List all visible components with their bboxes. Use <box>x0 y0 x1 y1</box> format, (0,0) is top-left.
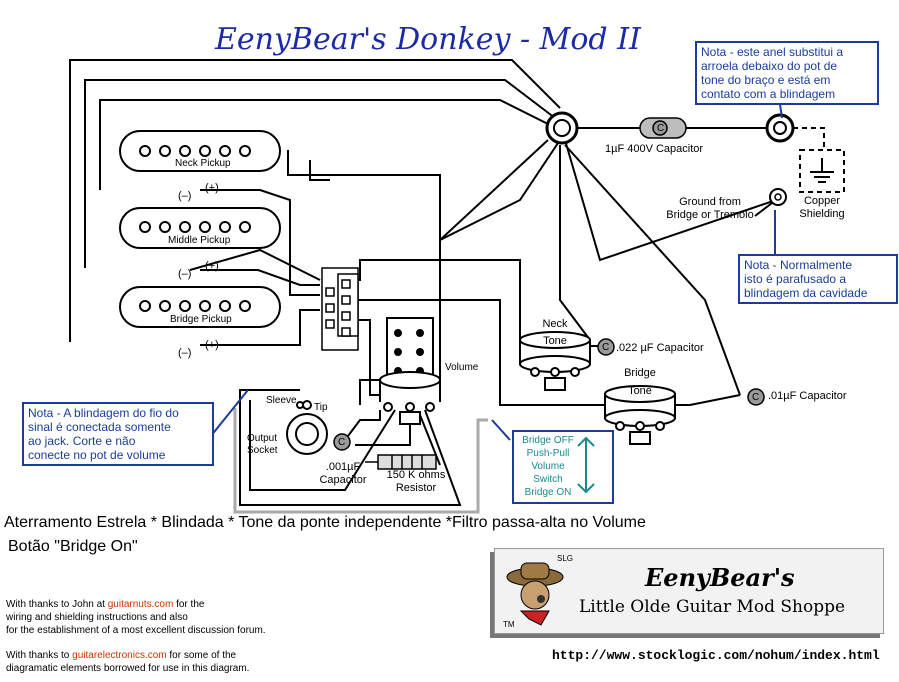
bridge-tone-pot <box>604 385 676 445</box>
ground-wire <box>564 139 777 262</box>
volume-label: Volume <box>445 362 479 373</box>
lead-wire <box>359 379 385 405</box>
sleeve-label: Sleeve <box>266 395 297 406</box>
middle-minus: (–) <box>178 268 192 280</box>
guitarelectronics-link[interactable]: guitarelectronics.com <box>72 650 167 661</box>
cap-symbol-001: C <box>338 437 346 448</box>
site-url[interactable]: http://www.stocklogic.com/nohum/index.ht… <box>552 648 880 663</box>
diagram-title: EenyBear's Donkey - Mod II <box>215 22 641 57</box>
ground-wire <box>559 145 591 341</box>
ground-wire <box>99 99 551 190</box>
lead-wire <box>350 299 605 406</box>
neck-pickup <box>119 130 281 172</box>
selector-switch <box>321 267 359 351</box>
neck-plus: (+) <box>205 182 219 194</box>
shield-ring <box>765 113 795 143</box>
pole-pieces <box>139 300 251 312</box>
tip-label: Tip <box>314 402 328 413</box>
switch-note: Bridge OFF Push-Pull Volume Switch Bridg… <box>512 430 614 504</box>
output-jack <box>286 400 328 455</box>
lead-wire <box>200 269 320 286</box>
volume-pot <box>379 317 441 425</box>
lead-wire <box>350 259 521 345</box>
capacitor-1uf <box>639 117 687 139</box>
middle-pickup <box>119 207 281 249</box>
banner-tm: TM <box>503 620 515 629</box>
neck-tone-pot <box>519 331 591 391</box>
capacitor-001 <box>333 433 351 451</box>
capacitor-022 <box>597 338 615 356</box>
bridge-pickup <box>119 286 281 328</box>
cap-1uf-label: 1µF 400V Capacitor <box>605 143 704 155</box>
capacitor-01 <box>747 388 765 406</box>
caption-bridge-on: Botão "Bridge On" <box>8 538 138 555</box>
bridge-minus: (–) <box>178 347 192 359</box>
lead-wire <box>200 189 320 296</box>
middle-pickup-label: Middle Pickup <box>168 235 231 246</box>
bridge-plus: (+) <box>205 339 219 351</box>
resistor-150k <box>365 454 437 470</box>
cap-01-label: .01µF Capacitor <box>768 390 847 402</box>
banner-tag: SLG <box>557 554 574 563</box>
cap-symbol: C <box>657 123 665 134</box>
middle-plus: (+) <box>205 260 219 272</box>
copper-shield-ground <box>793 127 845 193</box>
ground-wire <box>84 79 556 268</box>
credits: With thanks to John at guitarnuts.com fo… <box>6 599 266 674</box>
lead-wire <box>249 400 396 491</box>
cap-symbol-022: C <box>602 342 610 353</box>
ground-wire <box>309 160 330 181</box>
shield-line <box>233 408 488 514</box>
ground-wire <box>287 139 561 242</box>
neck-pickup-label: Neck Pickup <box>175 158 231 169</box>
bridge-pickup-label: Bridge Pickup <box>170 314 232 325</box>
ground-symbol-icon <box>810 158 834 183</box>
banner-subtitle: Little Olde Guitar Mod Shoppe <box>579 597 846 617</box>
switch-pointer <box>491 419 511 441</box>
lead-wire <box>200 309 320 346</box>
cap-symbol-01: C <box>752 392 760 403</box>
neck-minus: (–) <box>178 190 192 202</box>
pole-pieces <box>139 221 251 233</box>
switch-arrow-icon <box>577 436 595 494</box>
star-ground-ring <box>545 111 579 145</box>
ground-wire <box>439 139 549 392</box>
lead-wire <box>344 410 381 441</box>
caption-features: Aterramento Estrela * Blindada * Tone da… <box>4 514 646 531</box>
lead-wire <box>189 248 321 281</box>
ground-wire <box>564 144 741 396</box>
ground-wire <box>69 59 561 342</box>
ground-lug <box>769 188 787 206</box>
lead-wire <box>239 389 462 506</box>
guitarnuts-link[interactable]: guitarnuts.com <box>107 599 174 610</box>
bear-mascot-icon <box>506 562 564 626</box>
pole-pieces <box>139 145 251 157</box>
cap-022-label: .022 µF Capacitor <box>616 342 704 354</box>
banner-title: EenyBear's <box>645 563 795 592</box>
shop-banner: SLG TM EenyBear's Little Olde Guitar Mod… <box>494 548 884 634</box>
